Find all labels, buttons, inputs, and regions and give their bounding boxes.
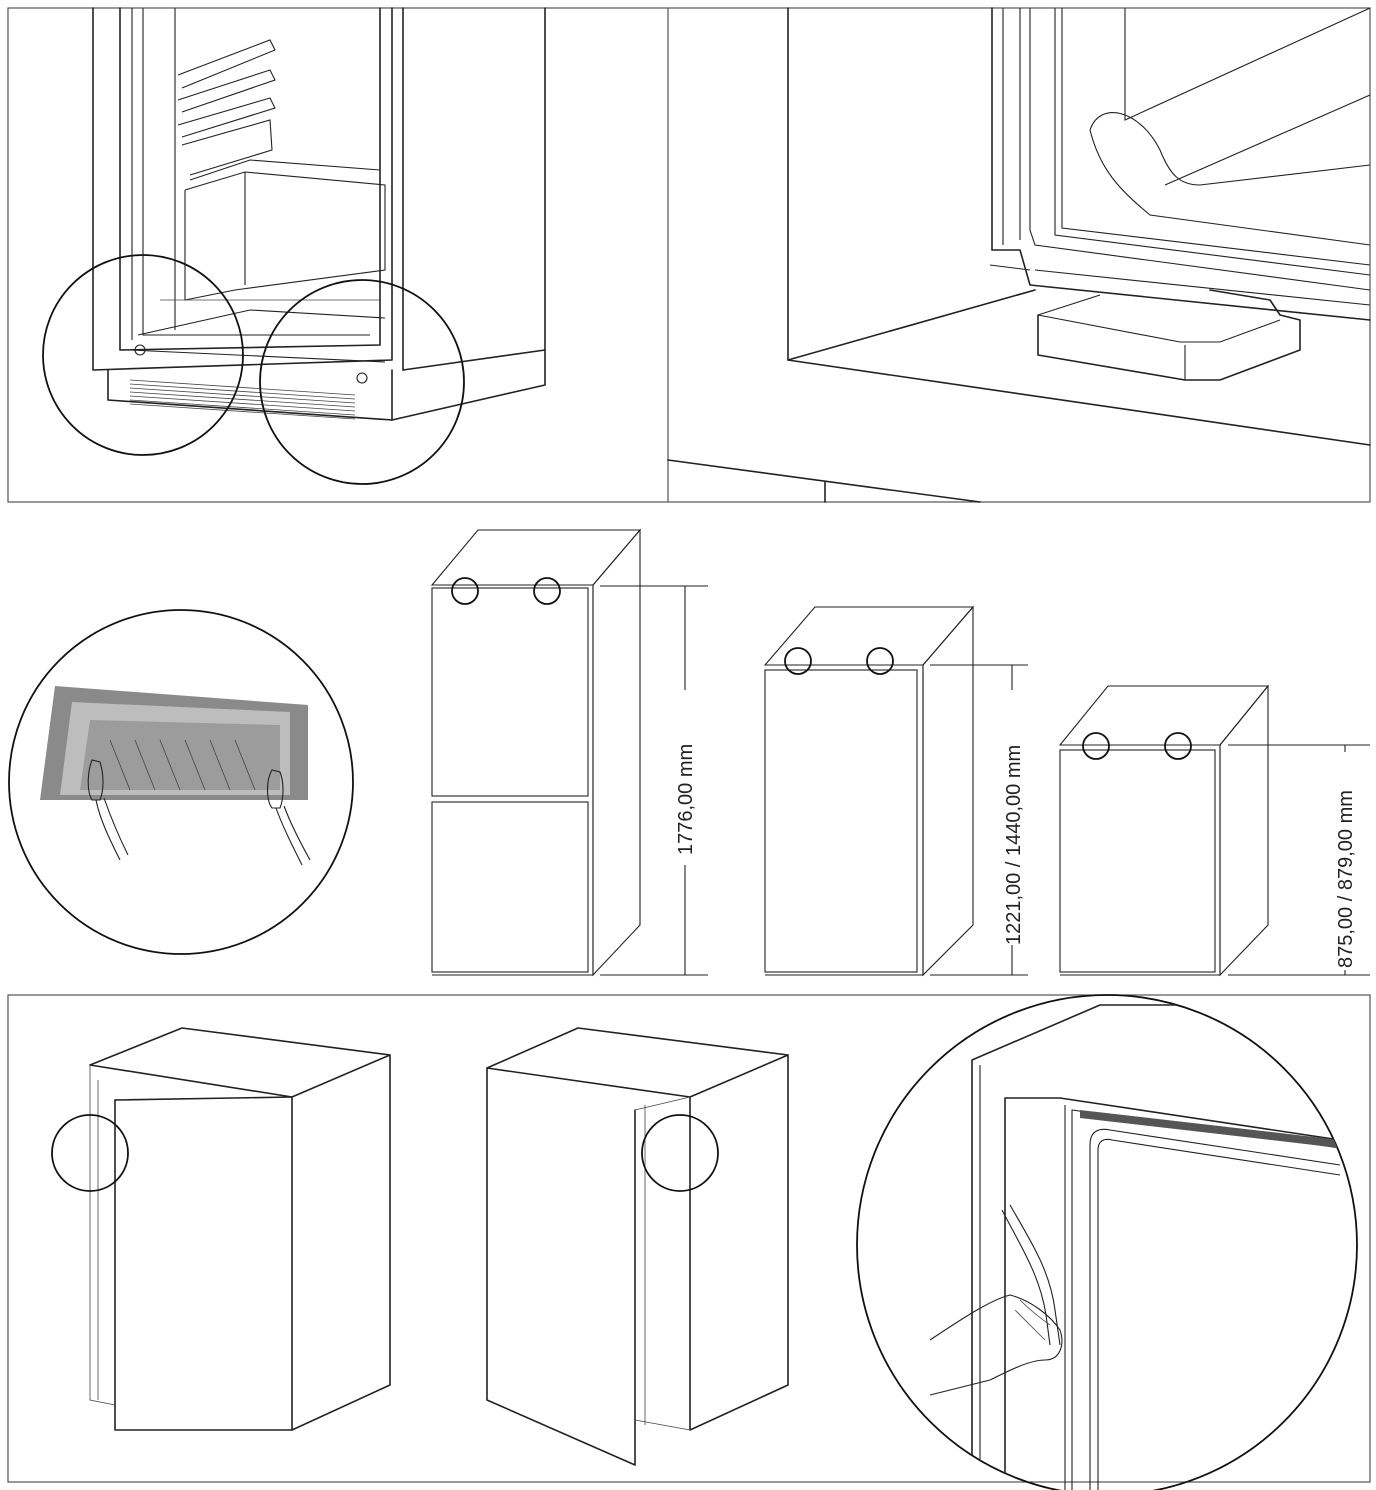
panel-top	[7, 7, 1371, 503]
handle-lens	[8, 609, 354, 955]
fridge-tall: 1776,00 mm	[430, 528, 708, 977]
cabinet-hinge-left	[51, 1027, 391, 1431]
corner-detail-view	[667, 7, 1371, 503]
panel-bottom	[7, 994, 1371, 1490]
seal-detail-lens	[856, 994, 1358, 1490]
panel-top-frame	[7, 7, 1371, 503]
dimension-medium-label: 1221,00 / 1440,00 mm	[1003, 745, 1025, 945]
highlight-circle-hinge-right	[641, 1114, 719, 1192]
highlight-circle-right-foot	[259, 279, 465, 485]
fridge-tall-upper-door	[431, 587, 589, 797]
vent-grille	[129, 379, 356, 420]
fridge-medium-door	[764, 669, 918, 973]
panel-middle: 1776,00 mm 1221,00 / 1440,00 mm	[8, 528, 1370, 977]
highlight-circle-hinge-left	[51, 1114, 129, 1192]
highlight-circle-left-foot	[42, 254, 244, 456]
dimension-tall-label: 1776,00 mm	[675, 744, 697, 855]
fridge-medium: 1221,00 / 1440,00 mm	[763, 605, 1028, 977]
fridge-small-door	[1059, 749, 1216, 973]
hand-grip-icon	[87, 759, 311, 866]
cabinet-open-view	[42, 7, 546, 485]
hand-pull-icon	[929, 1204, 1063, 1396]
dimension-small-label: 875,00 / 879,00 mm	[1335, 790, 1357, 968]
cabinet-hinge-right	[486, 1027, 789, 1466]
fridge-small: 875,00 / 879,00 mm	[1058, 684, 1370, 977]
panel-bottom-frame	[7, 994, 1371, 1483]
fridge-tall-lower-door	[431, 801, 589, 973]
